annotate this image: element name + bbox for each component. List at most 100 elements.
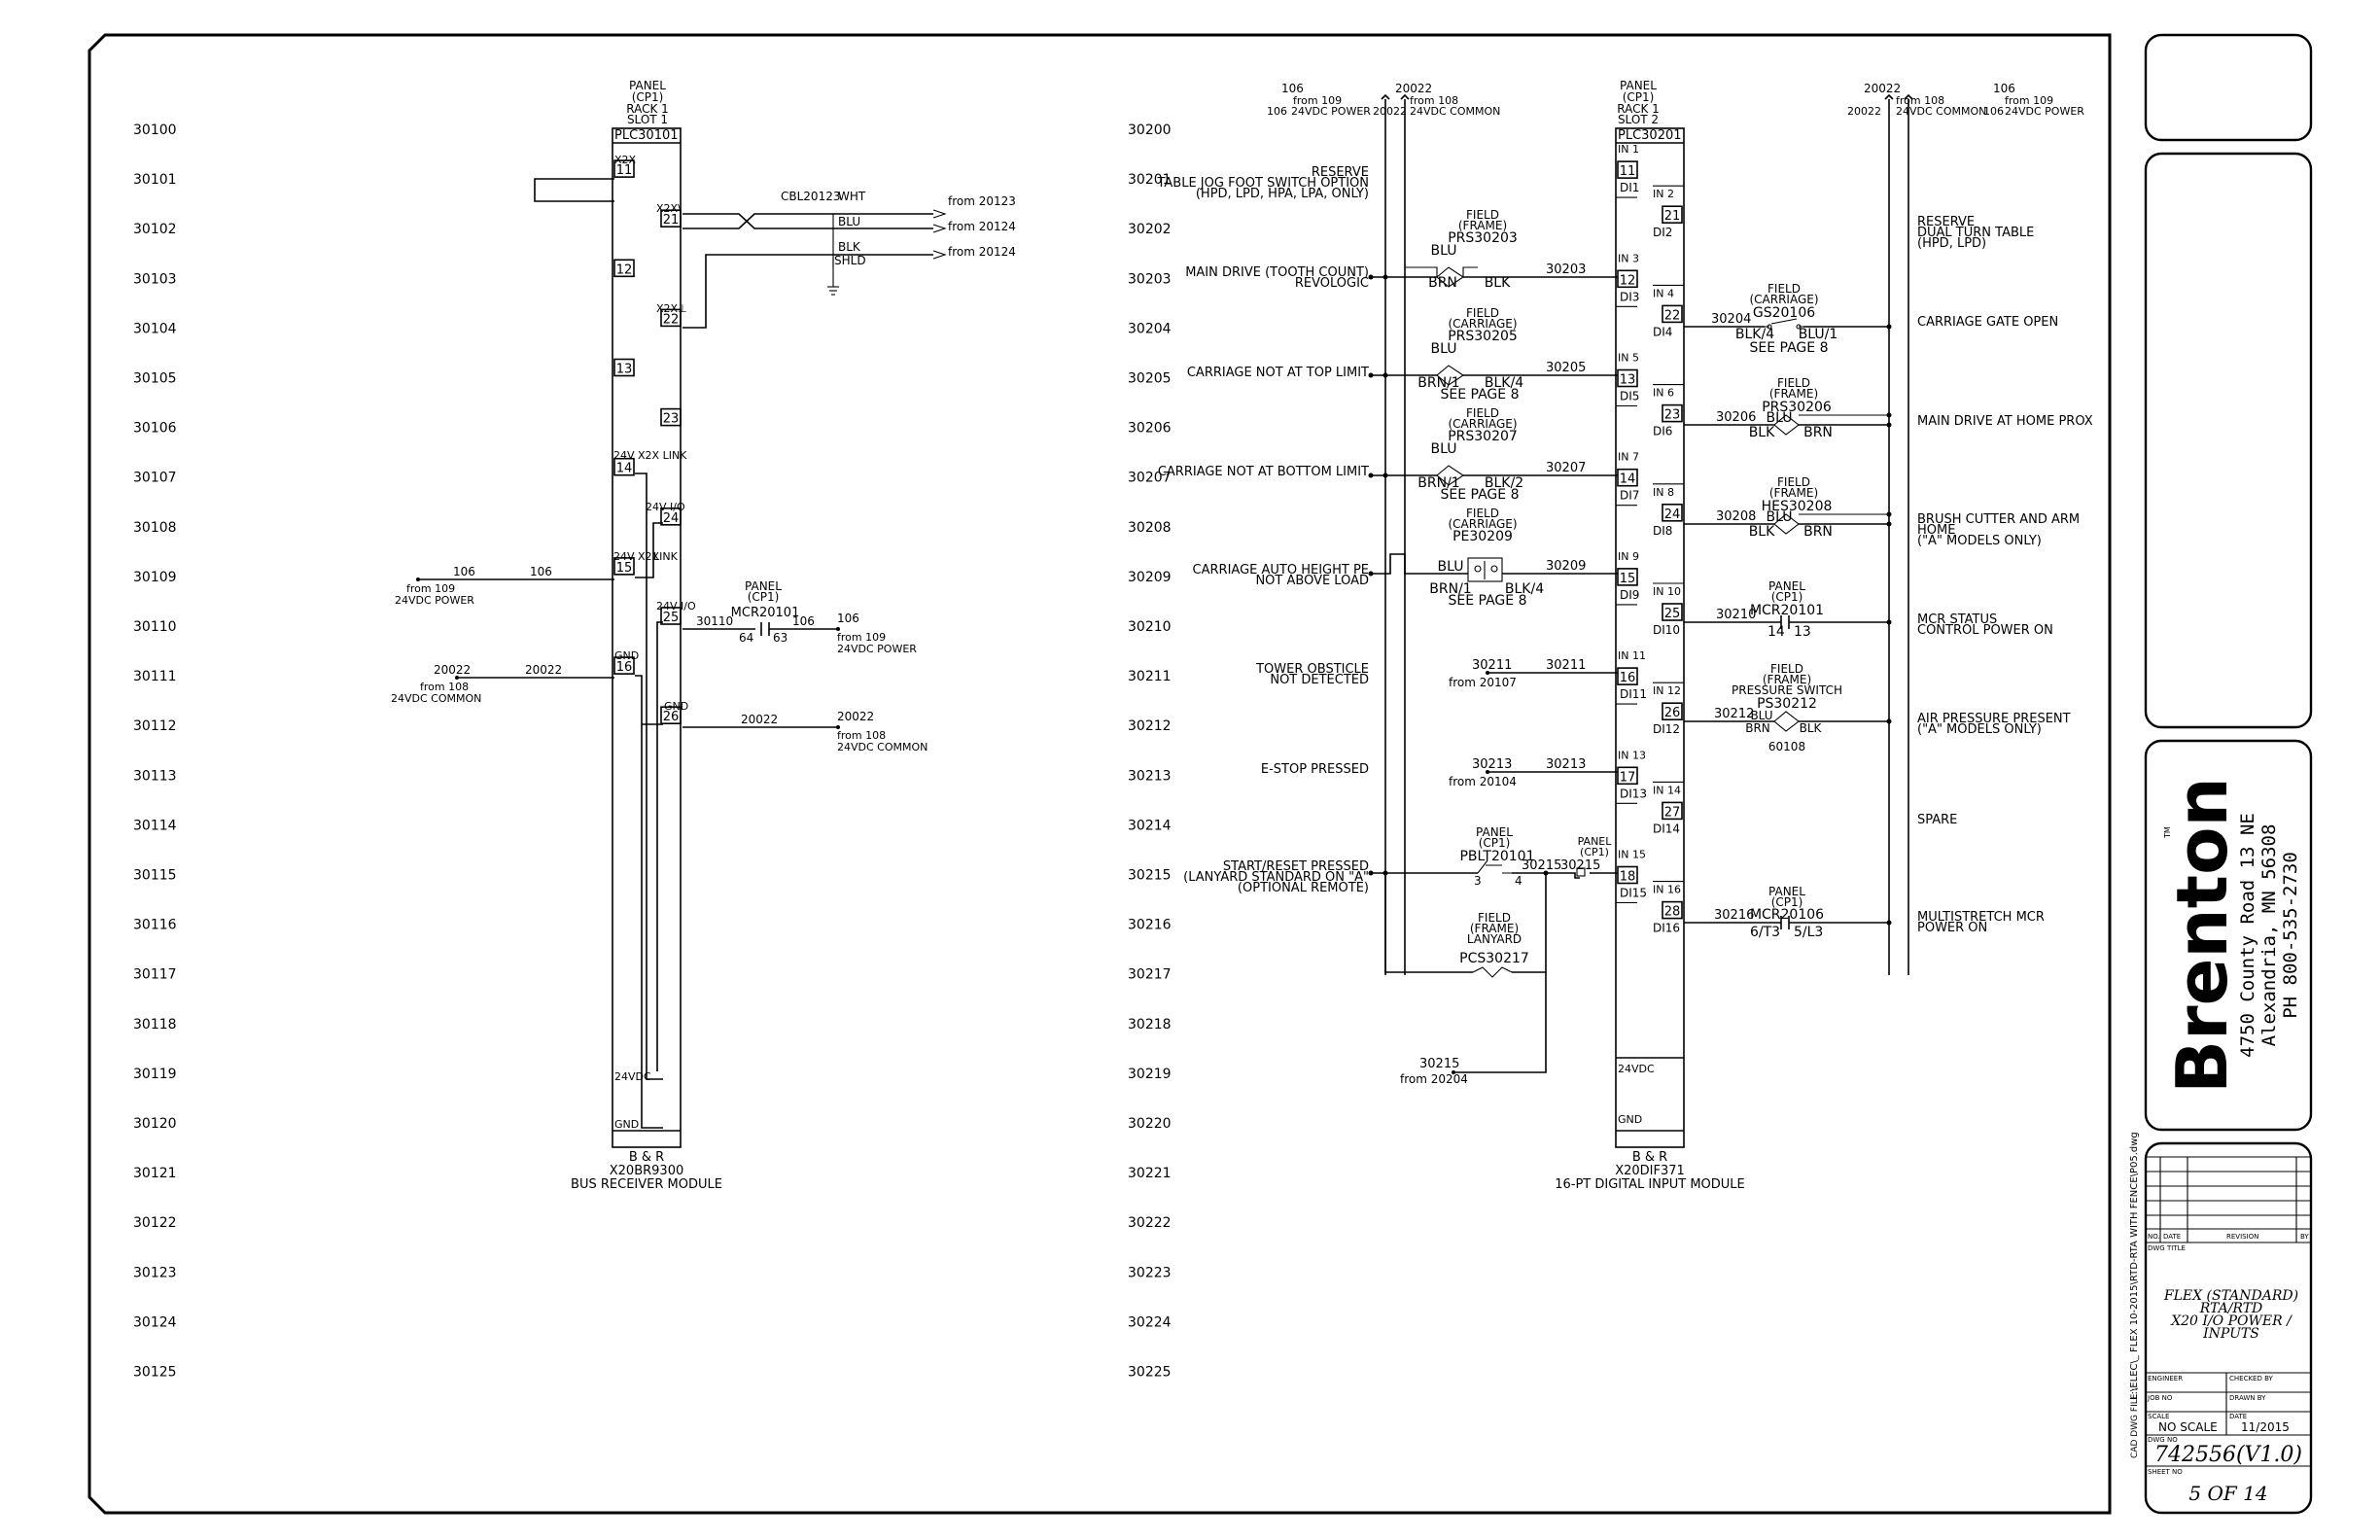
ref-24vdc-power: 24VDC POWER [837, 643, 917, 655]
rail-20022-wire: 20022 [1373, 105, 1407, 118]
cad-file-label: CAD DWG FILE : [2130, 1388, 2140, 1458]
rung-number: 30122 [133, 1215, 177, 1231]
di-label: DI8 [1653, 524, 1672, 538]
rung-number: 30213 [1128, 768, 1172, 784]
pe30209-wire: 30209 [1546, 559, 1586, 574]
terminal-block [1617, 667, 1638, 685]
di-label: DI10 [1653, 623, 1680, 637]
mcr30210-p2: 13 [1794, 624, 1811, 640]
rail-106-wire: 106 [1267, 105, 1287, 118]
prs30205-blk: BLK/4 [1485, 375, 1523, 391]
sheet-label: SHEET NO [2148, 1468, 2183, 1476]
desc-spare: SPARE [1917, 813, 1957, 827]
prs30207-id: PRS30207 [1448, 429, 1518, 444]
wire-106-a: 106 [453, 565, 475, 578]
rung-number: 30214 [1128, 818, 1172, 833]
mcr20106-wire: 30216 [1714, 908, 1754, 923]
company-info: Brenton TM 4750 County Road 13 NE Alexan… [2161, 777, 2301, 1094]
terminal-label: 18 [1620, 870, 1636, 885]
pblt-wire: 30215 [1522, 858, 1561, 873]
rail-106-ref: 106 [1281, 82, 1304, 95]
dwg-title-2: RTA/RTD [2199, 1301, 2263, 1316]
rung-number: 30219 [1128, 1067, 1172, 1082]
drawn-label: DRAWN BY [2229, 1394, 2266, 1402]
cable-from-1: from 20123 [948, 194, 1016, 208]
prs30205-brn: BRN/1 [1418, 375, 1459, 391]
rung-number: 30201 [1128, 172, 1172, 188]
drawing-border [88, 33, 2112, 1515]
gs20106-id: GS20106 [1753, 305, 1815, 321]
input-label: IN 9 [1618, 550, 1639, 563]
gs20106-c1: BLK/4 [1735, 327, 1774, 342]
desc-reserve-1: RESERVE [1312, 165, 1369, 180]
left-module-footer-3: BUS RECEIVER MODULE [571, 1177, 722, 1192]
rung-number: 30121 [133, 1166, 177, 1181]
rung-number: 30222 [1128, 1215, 1172, 1231]
pblt-panel2: PANEL [1578, 835, 1613, 848]
rung-number: 30210 [1128, 619, 1172, 635]
terminal-block [1617, 865, 1638, 885]
pcs-l3: LANYARD [1467, 932, 1522, 946]
pe30209-id: PE30209 [1452, 529, 1513, 544]
rung-number: 30102 [133, 222, 177, 237]
input-label: IN 16 [1653, 884, 1681, 896]
input-label: IN 13 [1618, 749, 1646, 761]
rung-number: 30105 [133, 371, 177, 387]
rung-number: 30209 [1128, 570, 1172, 585]
left-input-devices: FIELD (FRAME) PRS30203 BLU BRN BLK 30203… [1368, 208, 1618, 1086]
wire-20022-b: 20022 [525, 663, 562, 677]
left-module-id: PLC30101 [614, 128, 679, 143]
mcr20106-l1: PANEL [1768, 885, 1805, 898]
desc-24vdc-power: 24VDC POWER [395, 594, 474, 607]
ps30212-l1: FIELD [1770, 662, 1803, 676]
rail2-20022-from: from 108 [1896, 94, 1944, 107]
terminal-block [1662, 403, 1683, 423]
terminal-block [1662, 702, 1683, 721]
desc-lanyard: (LANYARD STANDARD ON "A" [1183, 870, 1369, 885]
input-label: IN 1 [1618, 143, 1639, 156]
cable-wht: WHT [838, 190, 866, 203]
ps30212-brn: BRN [1745, 721, 1770, 735]
input-label: IN 12 [1653, 684, 1681, 697]
rung-number: 30125 [133, 1365, 177, 1381]
input-label: IN 2 [1653, 188, 1674, 200]
tag-24v-x2x-link: 24V X2X LINK [613, 449, 687, 462]
ref-from-108: from 108 [837, 729, 886, 742]
tag-x2x: X2X [614, 154, 637, 166]
mcr30210-l1: PANEL [1768, 579, 1805, 593]
rail2-20022-wire: 20022 [1847, 105, 1881, 118]
right-module-header-2: (CP1) [1623, 90, 1655, 104]
left-module-header-1: PANEL [629, 79, 666, 92]
terminal-block [660, 607, 682, 625]
di-label: DI2 [1653, 226, 1672, 239]
dwg-title-1: FLEX (STANDARD) [2163, 1288, 2298, 1304]
di-label: DI16 [1653, 922, 1680, 935]
rung-number: 30215 [1128, 868, 1172, 884]
pe30209-blk: BLK/4 [1505, 581, 1544, 597]
right-module-header-3: RACK 1 [1617, 102, 1660, 116]
pe30209-brn: BRN/1 [1429, 581, 1471, 597]
prs30206-l1: FIELD [1777, 376, 1810, 390]
mcr-cp1: (CP1) [748, 590, 780, 604]
terminal-label: 24 [663, 511, 680, 526]
brenton-logo: Brenton [2161, 777, 2243, 1094]
hes30208-l2: (FRAME) [1769, 486, 1818, 500]
rung-number: 30104 [133, 321, 177, 336]
di-label: DI15 [1620, 887, 1647, 900]
pe30209-l2: (CARRIAGE) [1448, 517, 1517, 531]
input-label: IN 8 [1653, 486, 1674, 499]
dwg-no-label: DWG NO [2148, 1436, 2178, 1444]
wire-30110: 30110 [696, 614, 733, 628]
rail2-106-from: from 109 [2005, 94, 2053, 107]
prs30205-see: SEE PAGE 8 [1441, 387, 1520, 402]
rung-number: 30217 [1128, 967, 1172, 983]
cad-file-value: L:\ELEC\_ FLEX 10-2015\RTD-RTA WITH FENC… [2129, 1132, 2140, 1400]
ps30212-ref: 60108 [1768, 740, 1805, 753]
prs30205-blu: BLU [1431, 341, 1457, 357]
di-label: DI12 [1653, 722, 1680, 736]
prs30203-wire: 30203 [1546, 262, 1586, 277]
prs30206-blu: BLU [1767, 410, 1793, 426]
terminal-block [1662, 304, 1683, 324]
sheet-value: 5 OF 14 [2188, 1482, 2267, 1505]
from-109: from 109 [406, 582, 455, 595]
